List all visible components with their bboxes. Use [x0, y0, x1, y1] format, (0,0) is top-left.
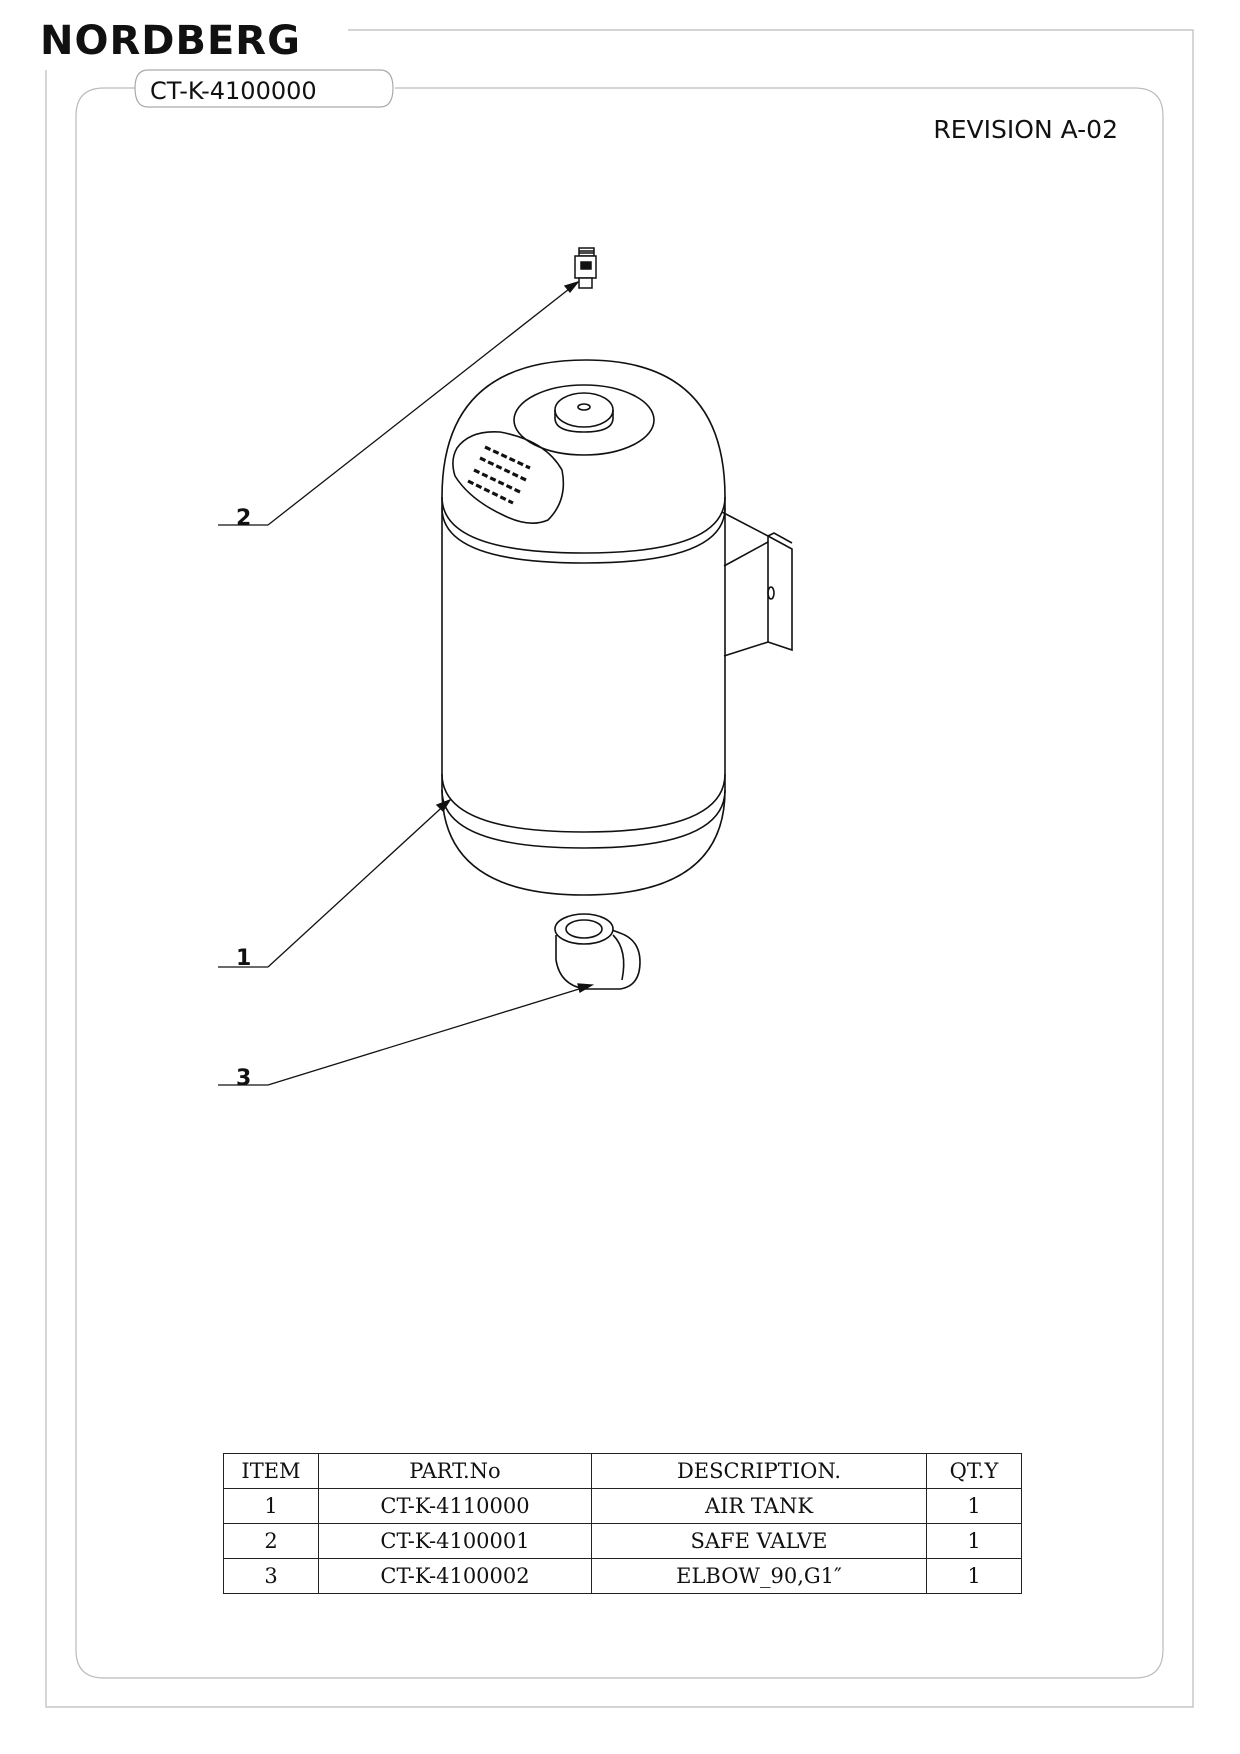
rating-plate-icon [452, 431, 565, 524]
cell-qty: 1 [926, 1488, 1022, 1524]
cell-item: 2 [223, 1523, 319, 1559]
table-row: 2 CT-K-4100001 SAFE VALVE 1 [223, 1523, 1022, 1559]
callout-2 [218, 280, 580, 526]
revision-label: REVISION A-02 [933, 115, 1118, 144]
safe-valve-icon [574, 247, 597, 289]
cell-description: AIR TANK [591, 1488, 927, 1524]
callout-3-label: 3 [236, 1066, 251, 1091]
drawing-number-tab [134, 69, 394, 108]
cell-description: SAFE VALVE [591, 1523, 927, 1559]
brand-logo: NORDBERG [40, 18, 301, 64]
mounting-bracket-icon [721, 511, 793, 657]
callout-1 [218, 798, 452, 968]
table-header-row: ITEM PART.No DESCRIPTION. QT.Y [223, 1453, 1022, 1489]
table-row: 3 CT-K-4100002 ELBOW_90,G1″ 1 [223, 1558, 1022, 1594]
cell-qty: 1 [926, 1558, 1022, 1594]
cell-qty: 1 [926, 1523, 1022, 1559]
cell-part-no: CT-K-4100002 [318, 1558, 592, 1594]
inner-frame [75, 87, 1164, 1679]
drawing-number: CT-K-4100000 [150, 77, 317, 105]
air-tank-icon [441, 359, 793, 896]
cell-part-no: CT-K-4100001 [318, 1523, 592, 1559]
column-header-part-no: PART.No [318, 1453, 592, 1489]
column-header-description: DESCRIPTION. [591, 1453, 927, 1489]
cell-item: 1 [223, 1488, 319, 1524]
column-header-item: ITEM [223, 1453, 319, 1489]
cell-item: 3 [223, 1558, 319, 1594]
cell-part-no: CT-K-4110000 [318, 1488, 592, 1524]
cell-description: ELBOW_90,G1″ [591, 1558, 927, 1594]
callout-1-label: 1 [236, 946, 251, 971]
outer-border [45, 29, 1194, 1708]
table-row: 1 CT-K-4110000 AIR TANK 1 [223, 1488, 1022, 1524]
column-header-qty: QT.Y [926, 1453, 1022, 1489]
bill-of-materials-table: ITEM PART.No DESCRIPTION. QT.Y 1 CT-K-41… [223, 1453, 1022, 1594]
callout-2-label: 2 [236, 506, 251, 531]
callout-3 [218, 983, 595, 1086]
elbow-fitting-icon [554, 913, 641, 990]
